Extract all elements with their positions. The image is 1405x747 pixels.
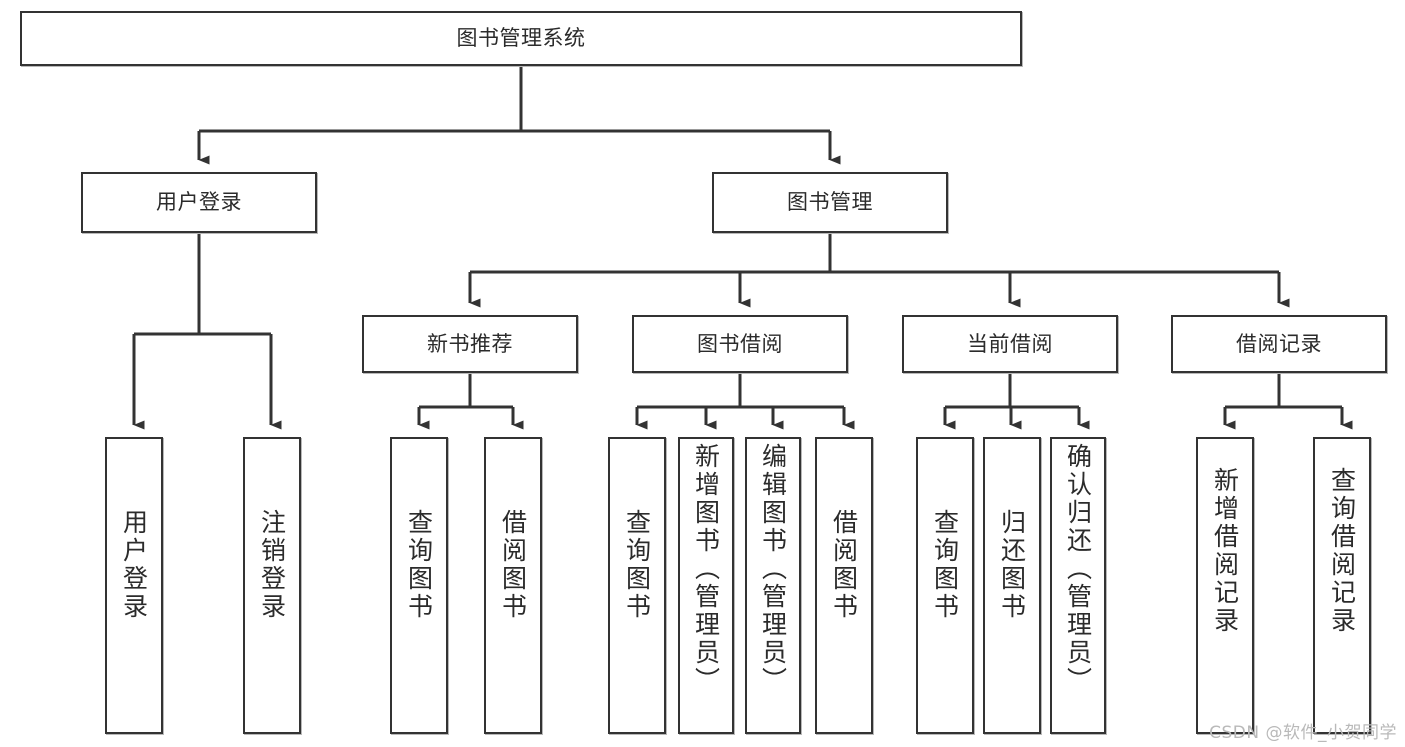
node-current-borrow-label: 当前借阅 [967,331,1053,356]
node-leaf-confirm-return-label: 确认归还（管理员） [1063,443,1093,695]
node-new-book-recommend[interactable]: 新书推荐 [362,315,578,373]
node-leaf-add-record-label: 新增借阅记录 [1210,467,1240,635]
node-book-borrow-label: 图书借阅 [697,331,783,356]
node-borrow-record[interactable]: 借阅记录 [1171,315,1387,373]
node-leaf-borrow-book-2-label: 借阅图书 [829,509,859,621]
node-user-login[interactable]: 用户登录 [81,172,317,233]
node-leaf-return-book[interactable]: 归还图书 [983,437,1041,734]
node-root-label: 图书管理系统 [456,26,586,51]
node-leaf-query-book-3[interactable]: 查询图书 [916,437,974,734]
csdn-watermark: CSDN @软件_小贺同学 [1209,723,1397,743]
node-leaf-query-book-3-label: 查询图书 [930,509,960,621]
node-leaf-query-record-label: 查询借阅记录 [1327,467,1357,635]
node-leaf-edit-book[interactable]: 编辑图书（管理员） [745,437,801,734]
node-new-book-recommend-label: 新书推荐 [427,331,513,356]
node-leaf-user-login-label: 用户登录 [119,509,149,621]
node-leaf-borrow-book-2[interactable]: 借阅图书 [815,437,873,734]
node-leaf-query-book-2[interactable]: 查询图书 [608,437,666,734]
node-leaf-borrow-book-1-label: 借阅图书 [498,509,528,621]
node-leaf-query-record[interactable]: 查询借阅记录 [1313,437,1371,734]
node-book-manage[interactable]: 图书管理 [712,172,948,233]
node-leaf-edit-book-label: 编辑图书（管理员） [758,443,788,695]
node-book-borrow[interactable]: 图书借阅 [632,315,848,373]
node-leaf-add-book-label: 新增图书（管理员） [691,443,721,695]
node-leaf-user-login[interactable]: 用户登录 [105,437,163,734]
node-book-manage-label: 图书管理 [787,190,873,215]
node-leaf-query-book-1-label: 查询图书 [404,509,434,621]
node-root[interactable]: 图书管理系统 [20,11,1022,66]
node-leaf-borrow-book-1[interactable]: 借阅图书 [484,437,542,734]
node-leaf-add-record[interactable]: 新增借阅记录 [1196,437,1254,734]
node-user-login-label: 用户登录 [156,190,242,215]
node-leaf-query-book-1[interactable]: 查询图书 [390,437,448,734]
node-current-borrow[interactable]: 当前借阅 [902,315,1118,373]
node-leaf-return-book-label: 归还图书 [997,509,1027,621]
node-leaf-add-book[interactable]: 新增图书（管理员） [678,437,734,734]
node-leaf-logout-login-label: 注销登录 [257,509,287,621]
node-leaf-confirm-return[interactable]: 确认归还（管理员） [1050,437,1106,734]
node-borrow-record-label: 借阅记录 [1236,331,1322,356]
node-leaf-logout-login[interactable]: 注销登录 [243,437,301,734]
node-leaf-query-book-2-label: 查询图书 [622,509,652,621]
